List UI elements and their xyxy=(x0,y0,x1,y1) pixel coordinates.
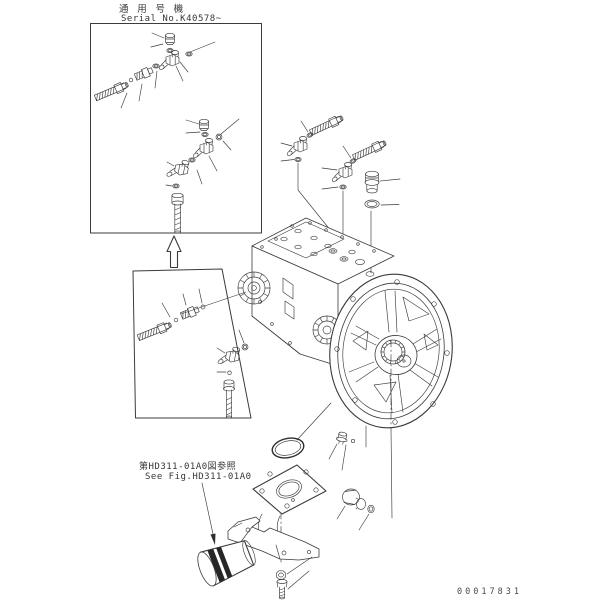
parts-detail-box-upper xyxy=(90,23,262,234)
reference-note-en: See Fig.HD311-01A0 xyxy=(145,472,252,482)
pump-assembly-body xyxy=(237,217,395,367)
hose-nipple xyxy=(93,79,131,103)
plug-fitting-large xyxy=(364,170,380,194)
washer xyxy=(294,157,302,162)
washer xyxy=(339,184,347,190)
o-ring xyxy=(188,157,196,163)
fitting-group-upper-a xyxy=(93,32,216,109)
leader-lines xyxy=(286,556,313,590)
o-ring xyxy=(173,317,179,323)
leader-line xyxy=(208,155,218,172)
o-ring xyxy=(128,77,134,83)
reference-note-jp: 第HD311-01A0図参照 xyxy=(139,460,236,472)
leader-line xyxy=(380,204,400,206)
hex-bolt-small xyxy=(276,579,288,600)
o-ring xyxy=(172,183,180,189)
plug-fitting xyxy=(164,32,176,45)
leader-line xyxy=(342,145,352,159)
leader-line xyxy=(358,513,370,531)
leader-line xyxy=(321,186,339,190)
leader-line xyxy=(379,178,401,182)
elbow-fitting-45 xyxy=(165,156,191,182)
drawing-number: 00017831 xyxy=(457,587,522,597)
elbow-fitting xyxy=(191,138,214,160)
leader-lines xyxy=(120,70,158,109)
header-serial-label: Serial No.K40578~ xyxy=(121,14,222,24)
elbow-fitting xyxy=(157,50,180,72)
fitting-group-lower xyxy=(136,288,249,419)
leader-line xyxy=(296,402,332,441)
wheel-rim-inner xyxy=(342,288,440,414)
o-ring xyxy=(201,132,209,137)
straight-nipple xyxy=(133,65,155,82)
leader-lines xyxy=(185,119,201,134)
leader-line xyxy=(280,159,295,162)
wheel-bolt-group xyxy=(328,425,367,471)
o-ring xyxy=(166,48,174,53)
o-ring xyxy=(227,370,232,375)
o-ring xyxy=(185,51,193,57)
leader-line xyxy=(336,505,346,520)
leader-lines xyxy=(161,288,247,318)
valve-cover-outline xyxy=(267,221,345,259)
drive-hub-spline-shaft xyxy=(374,335,418,375)
flange-bolt xyxy=(335,431,348,445)
large-o-ring xyxy=(271,437,305,459)
leader-line xyxy=(300,120,309,133)
leader-lines xyxy=(328,443,347,471)
leader-line xyxy=(321,167,338,171)
hex-bolt xyxy=(223,379,235,419)
nut-and-bolt-group xyxy=(276,556,313,600)
fitting-group-upper-b xyxy=(165,118,240,234)
rim-bolt-holes xyxy=(334,279,450,425)
o-ring xyxy=(200,304,206,310)
hose-nipple xyxy=(136,319,174,343)
o-ring xyxy=(305,131,315,139)
elbow-fitting xyxy=(285,136,308,158)
reference-leader-line xyxy=(201,482,214,535)
header-model-label: 通 用 号 機 xyxy=(119,3,185,15)
flange-bolt-holes xyxy=(259,469,319,509)
filter-canister xyxy=(197,540,256,587)
leader-line xyxy=(165,184,173,187)
plug-fitting xyxy=(198,118,210,131)
leader-line xyxy=(280,142,293,147)
reference-arrow xyxy=(210,533,216,545)
pump-top-ports xyxy=(260,221,376,277)
hose-nipple xyxy=(308,113,346,138)
o-ring xyxy=(350,438,356,444)
o-ring xyxy=(215,133,223,141)
o-ring xyxy=(367,504,375,514)
o-ring-large xyxy=(364,199,380,209)
leader-lines xyxy=(175,61,189,82)
leader-lines xyxy=(166,161,203,185)
drive-coupling-gear xyxy=(237,271,271,305)
elbow-fitting xyxy=(330,162,353,184)
straight-nipple xyxy=(179,304,201,321)
hex-plug xyxy=(342,488,366,510)
flange-plate xyxy=(252,464,327,552)
wheel-spokes xyxy=(348,290,442,414)
plug-group-bottom-right xyxy=(336,488,375,531)
hose-nipple xyxy=(351,138,389,163)
straight-nipple-vertical xyxy=(171,192,184,234)
leader-line-to-plug xyxy=(390,427,393,519)
leader-lines xyxy=(150,32,216,53)
parts-detail-box-lower xyxy=(132,268,252,419)
pump-front-details xyxy=(251,277,301,355)
leader-lines xyxy=(216,329,245,354)
hex-nut xyxy=(276,570,286,580)
leader-lines xyxy=(220,118,240,151)
up-arrow xyxy=(166,235,182,269)
o-ring xyxy=(152,63,160,69)
o-ring xyxy=(241,343,249,351)
fitting-group-top-middle xyxy=(280,113,401,274)
